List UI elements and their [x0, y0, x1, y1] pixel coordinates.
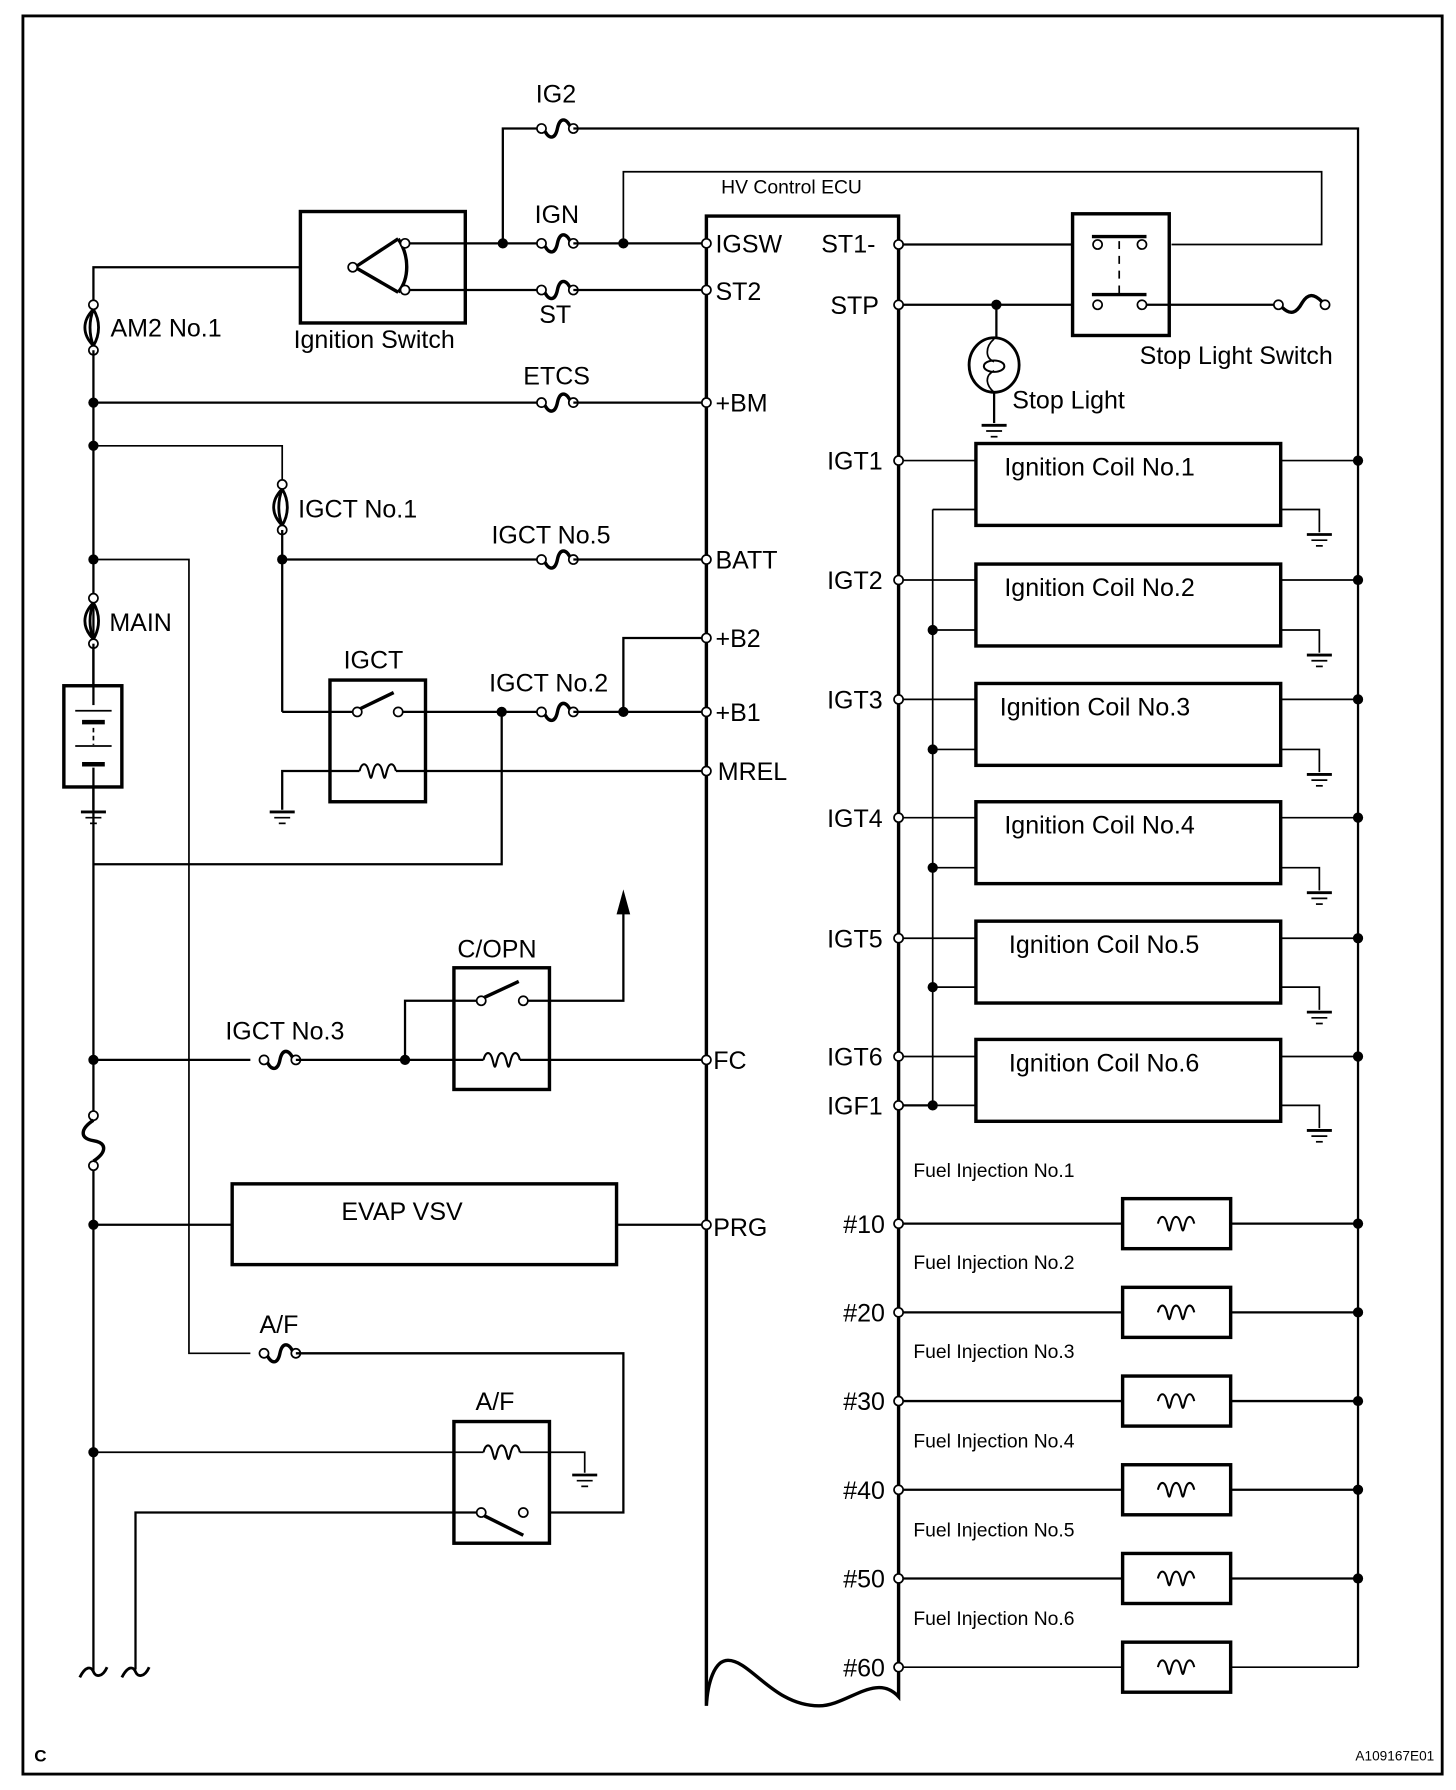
- evap-vsv-label: EVAP VSV: [341, 1198, 463, 1226]
- pin-igsw: IGSW: [715, 230, 782, 258]
- pin-igt4: IGT4: [827, 805, 883, 833]
- pin-injector-3: #30: [843, 1388, 885, 1416]
- pin-prg: PRG: [713, 1214, 767, 1242]
- pin-bm: +BM: [715, 390, 767, 418]
- ground-icon: [1305, 773, 1334, 788]
- fuel-injector-label: Fuel Injection No.3: [913, 1342, 1074, 1363]
- fuse-label-igct2: IGCT No.2: [489, 669, 608, 697]
- pin-stp: STP: [830, 292, 879, 320]
- ignition-switch-label: Ignition Switch: [294, 326, 455, 354]
- af-relay-label: A/F: [476, 1388, 515, 1416]
- stop-light-circuit: ST1- STP Stop Light Switch Stop Light: [821, 212, 1333, 439]
- ignition-coil-label: Ignition Coil No.5: [1009, 931, 1199, 959]
- corner-mark: C: [34, 1747, 46, 1766]
- pin-igt1: IGT1: [827, 448, 883, 476]
- pin-batt: BATT: [715, 547, 777, 575]
- pin-igf1-group: IGF1: [827, 1092, 933, 1120]
- fuel-injector-4: Fuel Injection No.4 #40: [843, 1432, 1364, 1517]
- fuel-injector-6: Fuel Injection No.6 #60: [843, 1609, 1359, 1694]
- st-circuit: ST: [409, 279, 712, 329]
- ground-icon: [1305, 1128, 1334, 1144]
- pin-igt3: IGT3: [827, 686, 883, 714]
- fuel-injector-label: Fuel Injection No.4: [913, 1432, 1074, 1453]
- fuse-label-etcs: ETCS: [523, 362, 590, 390]
- hv-control-ecu: HV Control ECU: [704, 177, 901, 1708]
- stop-light-switch-label: Stop Light Switch: [1140, 342, 1333, 370]
- ignition-coil-label: Ignition Coil No.2: [1004, 574, 1194, 602]
- fuel-injector-2: Fuel Injection No.2 #20: [843, 1253, 1364, 1340]
- pin-igt6: IGT6: [827, 1044, 883, 1072]
- ignition-coil-6: Ignition Coil No.6 IGT6: [827, 1037, 1364, 1144]
- pin-st2: ST2: [715, 278, 761, 306]
- igct-relay-label: IGCT: [344, 647, 404, 675]
- ignition-coil-3: Ignition Coil No.3 IGT3: [827, 681, 1364, 788]
- pin-igf1: IGF1: [827, 1092, 883, 1120]
- pin-st1: ST1-: [821, 230, 875, 258]
- ground-icon: [1305, 533, 1334, 548]
- fuel-injector-3: Fuel Injection No.3 #30: [843, 1342, 1364, 1428]
- pin-injector-1: #10: [843, 1211, 885, 1239]
- ignition-coil-label: Ignition Coil No.6: [1009, 1049, 1199, 1077]
- pin-igt5: IGT5: [827, 925, 883, 953]
- fuel-injector-5: Fuel Injection No.5 #50: [843, 1520, 1364, 1606]
- igct1-circuit: IGCT No.1 IGCT No.5: [88, 440, 712, 712]
- ignition-coil-5: Ignition Coil No.5 IGT5: [827, 919, 1364, 1025]
- ignition-coil-label: Ignition Coil No.1: [1004, 453, 1194, 481]
- fuse-label-af: A/F: [259, 1311, 298, 1339]
- ignition-coil-1: Ignition Coil No.1 IGT1: [827, 441, 1364, 548]
- fuse-label-igct5: IGCT No.5: [491, 522, 610, 550]
- etcs-circuit: ETCS: [88, 362, 712, 413]
- fuse-label-st: ST: [539, 301, 571, 329]
- copn-relay: C/OPN IGCT No.3: [88, 889, 712, 1092]
- ground-icon: [1305, 1010, 1334, 1025]
- ecu-title: HV Control ECU: [721, 177, 862, 198]
- fuse-label-igct3: IGCT No.3: [225, 1017, 344, 1045]
- diagram-frame: [21, 14, 1444, 1776]
- ignition-coil-label: Ignition Coil No.4: [1004, 812, 1194, 840]
- wire-break-icon: [120, 1666, 151, 1679]
- copn-relay-label: C/OPN: [457, 936, 536, 964]
- figure-id: A109167E01: [1355, 1748, 1434, 1763]
- arrow-up-icon: [616, 889, 631, 915]
- fuse-label-main: MAIN: [109, 609, 171, 637]
- ecu-left-pins: IGSW ST2 +BM BATT +B2 +B1 MREL FC PRG: [713, 230, 787, 1242]
- fuse-label-ig2: IG2: [536, 80, 576, 108]
- ignition-coil-label: Ignition Coil No.3: [1000, 693, 1190, 721]
- pin-mrel: MREL: [718, 758, 788, 786]
- fuel-injector-1: Fuel Injection No.1 #10: [843, 1161, 1364, 1251]
- af-relay: A/F A/F: [78, 1311, 625, 1679]
- ignition-coil-2: Ignition Coil No.2 IGT2: [827, 562, 1364, 668]
- am2-circuit: AM2 No.1: [83, 266, 353, 1672]
- pin-b2: +B2: [715, 625, 760, 653]
- fuse-label-igct1: IGCT No.1: [298, 495, 417, 523]
- main-battery-circuit: MAIN: [62, 554, 251, 1355]
- evap-vsv: EVAP VSV: [88, 1182, 712, 1267]
- fuse-label-am2: AM2 No.1: [110, 315, 221, 343]
- pin-injector-6: #60: [843, 1654, 885, 1682]
- ground-icon: [1305, 891, 1334, 906]
- ign-circuit: IGN IG2: [409, 80, 1360, 1668]
- stop-light-label: Stop Light: [1012, 386, 1125, 414]
- fuse-label-ign: IGN: [535, 201, 579, 229]
- ignition-switch: Ignition Switch: [294, 209, 468, 354]
- fuel-injector-label: Fuel Injection No.5: [913, 1520, 1074, 1541]
- pin-injector-2: #20: [843, 1299, 885, 1327]
- igct-relay: IGCT IGCT No.2: [93, 632, 712, 866]
- ground-icon: [1305, 653, 1334, 668]
- fuel-injector-label: Fuel Injection No.2: [913, 1253, 1074, 1274]
- pin-b1: +B1: [715, 699, 760, 727]
- fuel-injector-label: Fuel Injection No.6: [913, 1609, 1074, 1630]
- ignition-coil-4: Ignition Coil No.4 IGT4: [827, 800, 1364, 906]
- pin-injector-5: #50: [843, 1566, 885, 1594]
- fuel-injector-label: Fuel Injection No.1: [913, 1161, 1074, 1182]
- bus-fuse: [79, 1109, 108, 1172]
- pin-igt2: IGT2: [827, 567, 883, 595]
- pin-fc: FC: [713, 1047, 746, 1075]
- pin-injector-4: #40: [843, 1477, 885, 1505]
- stop-light-bulb-icon: [967, 336, 1021, 394]
- wire-break-icon: [78, 1666, 109, 1679]
